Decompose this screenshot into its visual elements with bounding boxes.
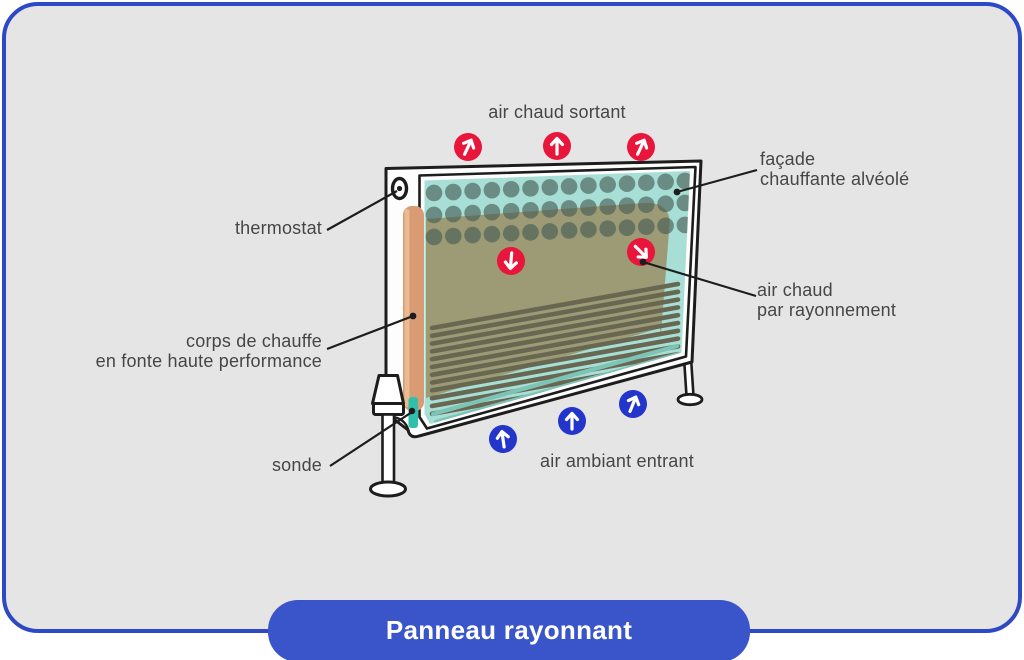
panel-face-dots [425,172,690,246]
label-ambient-air-in: air ambiant entrant [540,451,694,471]
hot-air-up-arrow-icon [454,133,482,161]
radiator-left-leg [369,374,407,498]
label-facade: façade chauffante alvéolé [760,149,910,189]
hot-air-out-arrows [454,132,655,453]
label-probe: sonde [271,455,322,475]
ambient-air-up-arrow-icon [558,407,586,435]
probe-cable [393,415,411,434]
ambient-air-up-arrow-icon [489,425,517,453]
diagram-title: Panneau rayonnant [385,615,633,645]
hot-air-up-arrow-icon [627,133,655,161]
label-heating-body: corps de chauffe en fonte haute performa… [95,331,322,371]
annotation-dots [408,188,681,415]
hot-air-up-arrow-icon [543,132,571,160]
annotation-lines [326,168,758,467]
label-hot-air-out: air chaud sortant [488,102,626,122]
radiant-heat-down-arrow-icon [627,238,655,266]
radiant-heat-down-arrow-icon [497,247,525,275]
thermostat-knob [388,174,411,203]
title-pill: Panneau rayonnant [268,600,750,660]
label-thermostat: thermostat [234,218,322,238]
ambient-air-up-arrow-icon [619,390,647,418]
label-radiant-heat: air chaud par rayonnement [757,280,897,320]
cast-iron-bar [403,206,424,411]
